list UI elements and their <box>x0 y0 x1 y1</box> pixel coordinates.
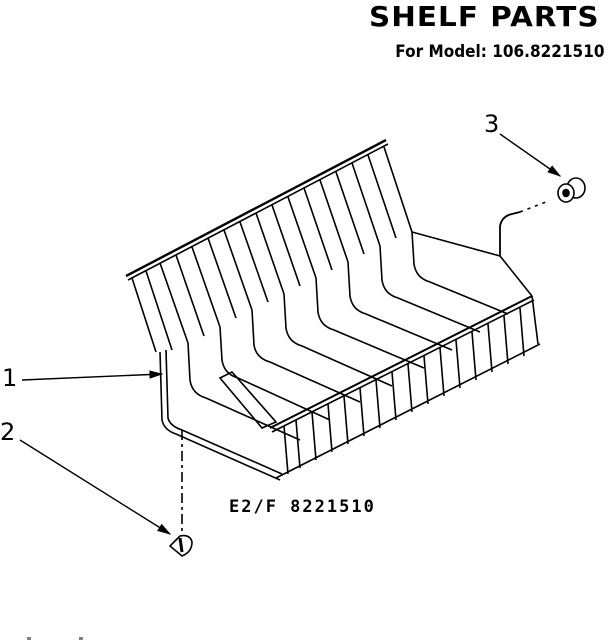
callout-1: 1 <box>2 364 18 392</box>
leader-3 <box>499 133 562 177</box>
foot-stud-part <box>168 534 193 557</box>
front-basket-wires <box>283 307 525 475</box>
callout-3: 3 <box>484 110 500 138</box>
leader-1 <box>21 370 164 381</box>
end-cap-part <box>557 177 586 203</box>
back-wires <box>131 146 413 353</box>
page-title: SHELF PARTS <box>369 0 600 33</box>
model-subtitle: For Model: 106.8221510 <box>394 42 604 62</box>
diagram-code: E2/F 8221510 <box>229 497 376 517</box>
inner-u-wires <box>187 231 509 441</box>
callout-2: 2 <box>0 418 16 446</box>
front-drops <box>159 349 283 481</box>
leader-2 <box>19 439 172 535</box>
